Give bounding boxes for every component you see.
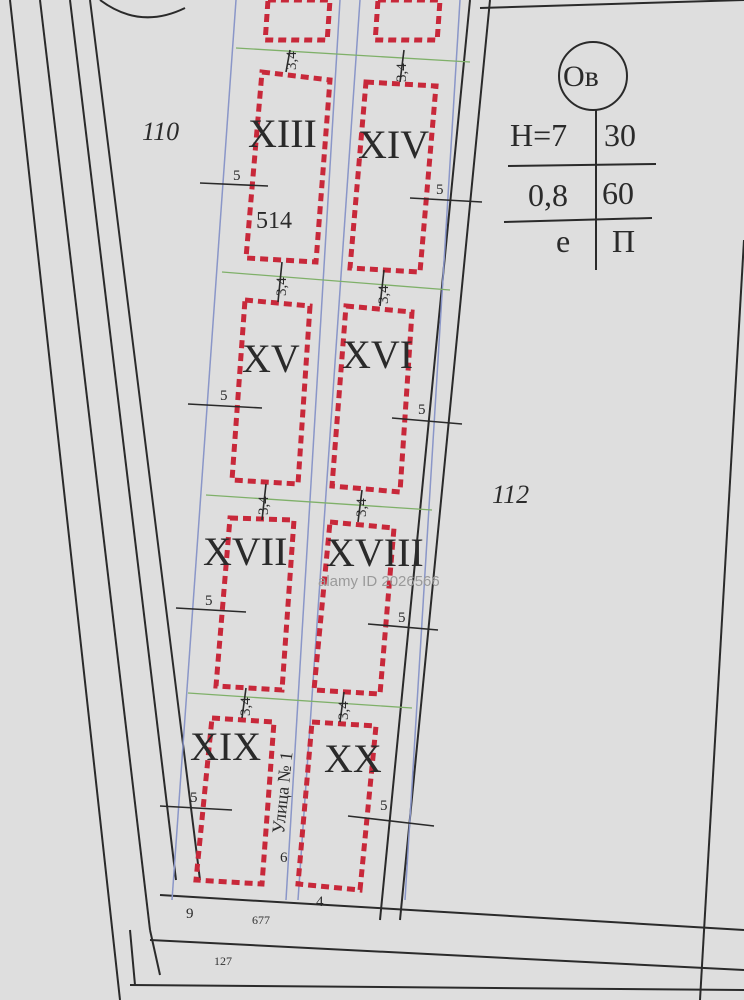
gap-dimension: 3,4 <box>354 498 370 517</box>
gap-dimension: 3,4 <box>256 496 272 515</box>
bottom-small-label-b: 127 <box>214 954 232 968</box>
setback-dimension: 5 <box>233 168 241 184</box>
corner-gap-dimension: 4 <box>316 894 324 910</box>
building-outline-top-left <box>262 0 333 43</box>
building-outline-xiv <box>347 79 439 275</box>
zone-circle <box>558 41 628 111</box>
building-outline-xv <box>229 297 313 487</box>
gap-dimension: 3,4 <box>376 285 392 304</box>
plot-label-110: 110 <box>142 117 179 146</box>
building-label-xviii: XVIII <box>326 530 424 575</box>
zone-letter-e: е <box>556 223 570 259</box>
zone-height: H=7 <box>510 117 567 153</box>
building-label-xvii: XVII <box>203 529 287 574</box>
building-outline-xx <box>295 719 379 893</box>
building-label-xvi: XVI <box>342 332 413 377</box>
end-gap-dimension: 6 <box>280 850 288 866</box>
building-label-xv: XV <box>242 336 300 381</box>
plot-boundaries <box>9 0 744 1000</box>
setback-dimension: 5 <box>205 593 213 609</box>
road-edges <box>171 0 461 901</box>
watermark: alamy ID 2026566 <box>318 573 440 590</box>
building-outline-top-right <box>372 0 443 43</box>
zone-ratio: 0,8 <box>528 177 568 213</box>
gap-dimension: 3,4 <box>394 63 410 82</box>
gap-dimension: 3,4 <box>284 51 300 70</box>
setback-dimension: 5 <box>380 798 388 814</box>
setback-dimension: 5 <box>398 610 406 626</box>
setback-dimension: 5 <box>436 182 444 198</box>
zone-table-grid <box>503 110 657 270</box>
dimension-lines <box>159 49 483 827</box>
bottom-left-dimension: 9 <box>186 906 194 922</box>
boundary-arc <box>99 0 186 19</box>
setback-lines <box>187 47 471 709</box>
building-outline-xvii <box>213 515 297 693</box>
zone-value-60: 60 <box>602 175 634 211</box>
zone-value-30: 30 <box>604 117 636 153</box>
building-label-xx: XX <box>324 736 382 781</box>
gap-dimension: 3,4 <box>274 277 290 296</box>
building-outline-xviii <box>311 519 397 697</box>
zone-letter-p: П <box>612 223 635 259</box>
gap-dimension: 3,4 <box>336 701 352 720</box>
plot-label-112: 112 <box>492 480 529 509</box>
gap-dimension: 3,4 <box>238 697 254 716</box>
setback-dimension: 5 <box>418 402 426 418</box>
zone-code: Ов <box>563 60 599 93</box>
bottom-small-label-a: 677 <box>252 913 270 927</box>
setback-dimension: 5 <box>220 388 228 404</box>
building-outline-xvi <box>329 303 415 495</box>
building-outline-xiii <box>243 69 333 265</box>
building-label-xix: XIX <box>190 724 261 769</box>
lot-number: 514 <box>256 208 292 234</box>
building-outline-xix <box>193 715 277 887</box>
building-label-xiv: XIV <box>358 122 429 167</box>
setback-dimension: 5 <box>190 790 198 806</box>
building-footprints <box>193 0 443 893</box>
building-label-xiii: XIII <box>248 111 317 156</box>
